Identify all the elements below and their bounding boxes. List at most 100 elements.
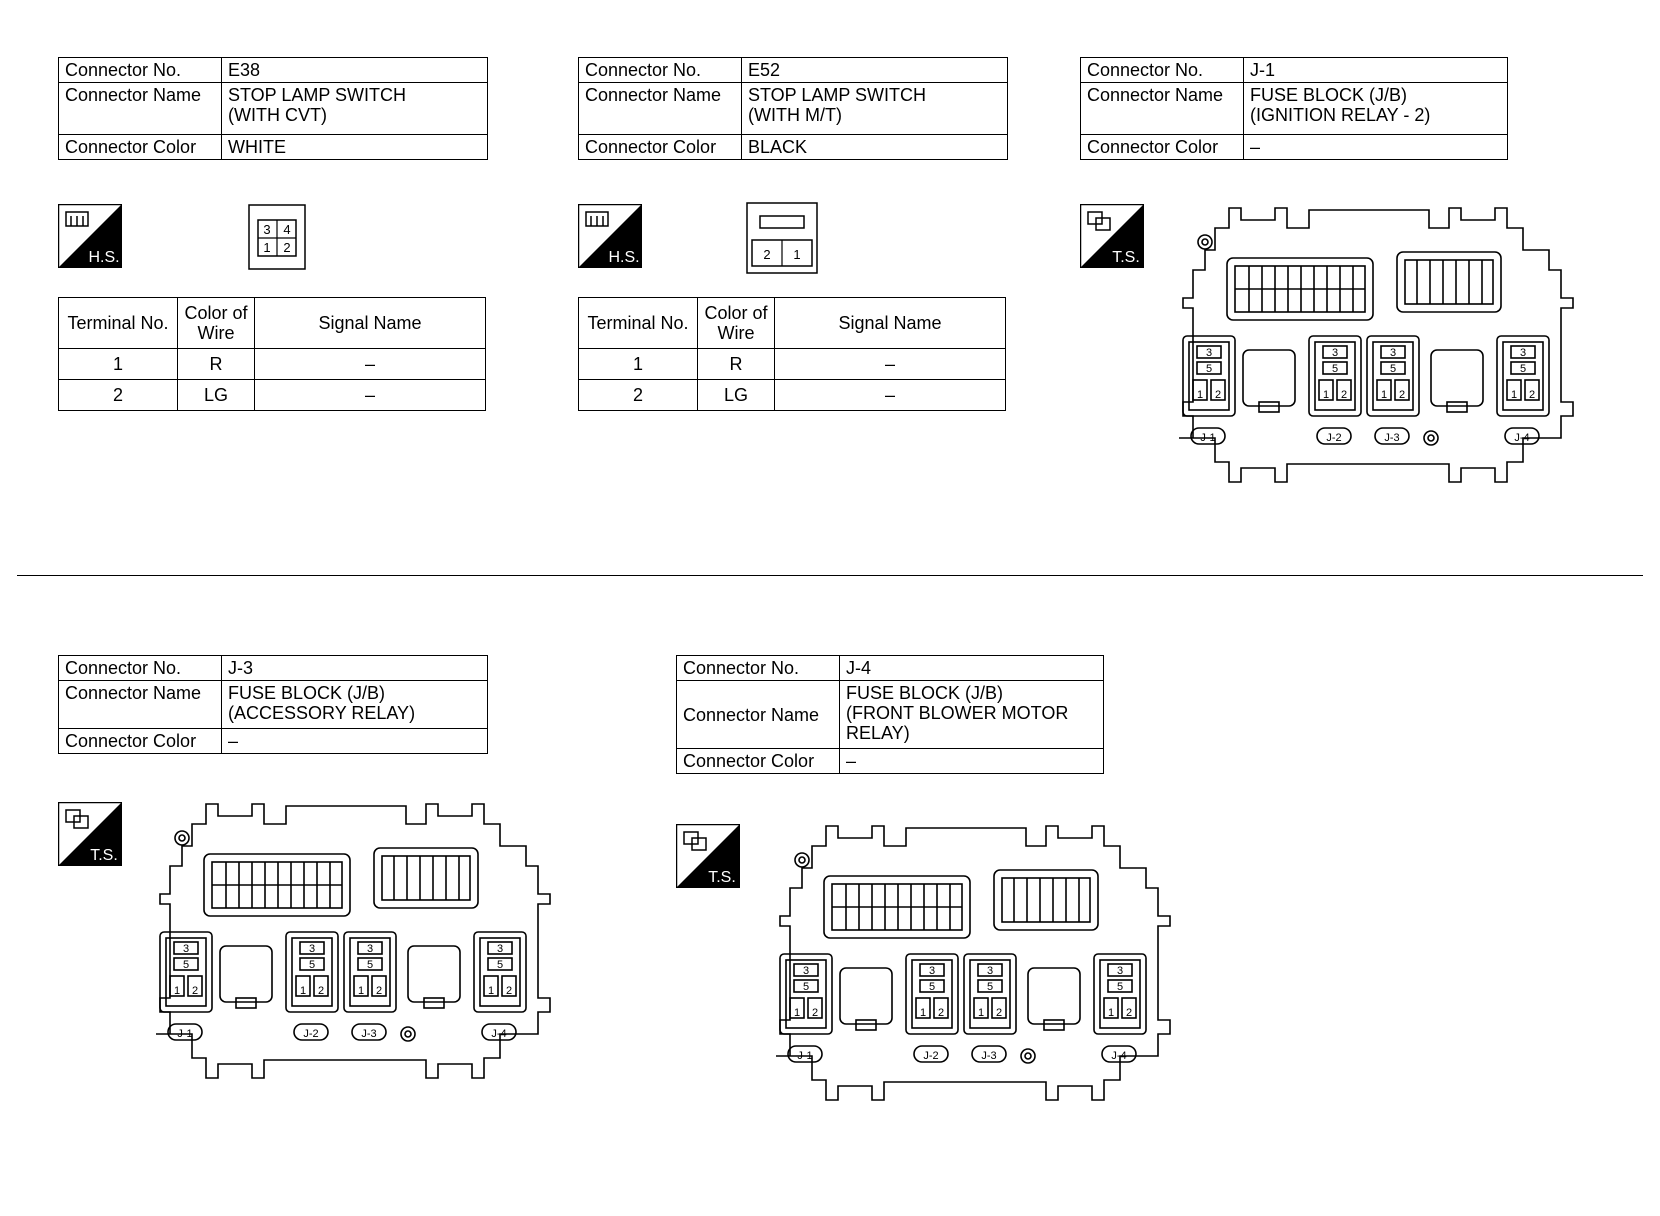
- relay-pin: [1192, 379, 1208, 401]
- terminal-side-badge: T.S.: [676, 824, 740, 888]
- relay-pin: [173, 957, 199, 971]
- relay-socket-inner: [1314, 341, 1356, 411]
- relay-pin-label: 3: [1206, 347, 1212, 359]
- connector-color-label: Connector Color: [58, 134, 222, 160]
- relay-pin-label: 2: [318, 985, 324, 997]
- relay-socket: [779, 953, 833, 1035]
- relay-pin: [1506, 379, 1522, 401]
- connector-name-label: Connector Name: [58, 680, 222, 729]
- relay-pin-label: 5: [1520, 363, 1526, 375]
- multi-pin-connector-right: [993, 869, 1099, 931]
- multi-pin-connector-left: [203, 853, 351, 917]
- blank-socket-tab: [855, 1019, 877, 1031]
- relay-pin-label: 3: [183, 943, 189, 955]
- screw-icon: [174, 830, 190, 846]
- relay-label-oval: [1101, 1045, 1137, 1063]
- relay-pin-label: 2: [506, 985, 512, 997]
- relay-label: J-4: [1514, 432, 1529, 444]
- terminal-side-badge: T.S.: [1080, 204, 1144, 268]
- connector-color-label: Connector Color: [58, 728, 222, 754]
- relay-pin: [977, 979, 1003, 993]
- relay-pin-label: 3: [367, 943, 373, 955]
- signal-name-header: Signal Name: [254, 297, 486, 349]
- fuse-block-drawing: [776, 825, 1171, 1101]
- multi-pin-connector-left: [1226, 257, 1374, 321]
- relay-socket: [1496, 335, 1550, 417]
- screw-icon: [1423, 430, 1439, 446]
- blank-socket: [1242, 349, 1296, 407]
- terminal-table-e38: Terminal No. Color of Wire Signal Name 1…: [58, 297, 486, 411]
- pin-4: 4: [283, 222, 290, 237]
- relay-socket: [473, 931, 527, 1013]
- relay-pin-label: 5: [497, 959, 503, 971]
- relay-pin: [1196, 345, 1222, 359]
- connector-color-value: –: [221, 728, 488, 754]
- relay-socket-inner: [1188, 341, 1230, 411]
- terminal-table-e52: Terminal No. Color of Wire Signal Name 1…: [578, 297, 1006, 411]
- relay-pin: [793, 979, 819, 993]
- connector-no-label: Connector No.: [58, 57, 222, 83]
- relay-pin-label: 1: [978, 1007, 984, 1019]
- pin-1: 1: [793, 247, 800, 262]
- relay-pin-label: 3: [309, 943, 315, 955]
- relay-pin: [187, 975, 203, 997]
- connector-info-table: Connector No. E38 Connector Name STOP LA…: [58, 57, 488, 160]
- relay-pin-label: 3: [929, 965, 935, 977]
- relay-pin-label: 3: [1390, 347, 1396, 359]
- relay-pin-label: 1: [174, 985, 180, 997]
- relay-label: J-2: [923, 1050, 938, 1062]
- connector-name-label: Connector Name: [578, 82, 742, 135]
- multi-pin-connector-right-inner: [1001, 877, 1091, 923]
- relay-label: J-3: [1384, 432, 1399, 444]
- relay-pin-label: 1: [300, 985, 306, 997]
- relay-label: J-4: [1111, 1050, 1126, 1062]
- relay-socket-inner: [1372, 341, 1414, 411]
- connector-j-3: Connector No. J-3 Connector Name FUSE BL…: [58, 655, 488, 754]
- connector-j-1: Connector No. J-1 Connector Name FUSE BL…: [1080, 57, 1508, 160]
- relay-pin-label: 5: [309, 959, 315, 971]
- multi-pin-connector-right-inner: [381, 855, 471, 901]
- relay-pin: [487, 941, 513, 955]
- relay-pin: [1322, 345, 1348, 359]
- terminal-no-header: Terminal No.: [58, 297, 178, 349]
- blank-socket-tab: [1258, 401, 1280, 413]
- connector-glyph-icon: [65, 211, 89, 227]
- connector-color-value: –: [839, 748, 1104, 774]
- relay-socket-inner: [1099, 959, 1141, 1029]
- relay-pin-label: 2: [1341, 389, 1347, 401]
- relay-pin: [933, 997, 949, 1019]
- view-code: H.S.: [88, 249, 119, 266]
- relay-socket-inner: [291, 937, 333, 1007]
- wire-color-cell: R: [697, 348, 775, 380]
- screw-icon: [1020, 1048, 1036, 1064]
- relay-pin-label: 3: [987, 965, 993, 977]
- relay-pin-label: 2: [1215, 389, 1221, 401]
- section-divider: [17, 575, 1643, 576]
- connector-e52: Connector No. E52 Connector Name STOP LA…: [578, 57, 1008, 160]
- connector-color-label: Connector Color: [578, 134, 742, 160]
- signal-name-cell: –: [254, 348, 486, 380]
- connector-color-label: Connector Color: [676, 748, 840, 774]
- relay-pin: [483, 975, 499, 997]
- relay-pin: [1121, 997, 1137, 1019]
- screw-center: [178, 834, 186, 842]
- relay-pin: [991, 997, 1007, 1019]
- relay-pin-label: 1: [1108, 1007, 1114, 1019]
- relay-label: J-1: [797, 1050, 812, 1062]
- connector-name-label: Connector Name: [676, 680, 840, 749]
- harness-side-badge: H.S.: [58, 204, 122, 268]
- connector-no-label: Connector No.: [578, 57, 742, 83]
- relay-pin: [977, 963, 1003, 977]
- relay-pin: [487, 957, 513, 971]
- relay-pin: [1107, 979, 1133, 993]
- relay-pin: [371, 975, 387, 997]
- relay-pin-label: 3: [497, 943, 503, 955]
- relay-pin: [295, 975, 311, 997]
- connector-color-value: BLACK: [741, 134, 1008, 160]
- relay-pin-label: 5: [1390, 363, 1396, 375]
- connector-name-value: STOP LAMP SWITCH (WITH CVT): [221, 82, 488, 135]
- blank-socket: [219, 945, 273, 1003]
